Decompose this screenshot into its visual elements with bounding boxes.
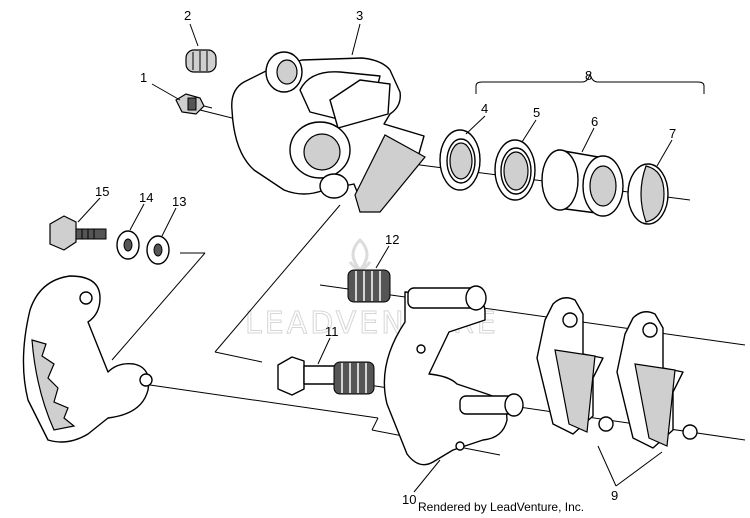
mounting-bracket-partial bbox=[22, 275, 153, 443]
callout-5: 5 bbox=[533, 105, 540, 120]
callout-12: 12 bbox=[385, 232, 399, 247]
part-11-guide-pin bbox=[277, 356, 375, 396]
callout-15: 15 bbox=[95, 184, 109, 199]
callout-2: 2 bbox=[184, 8, 191, 23]
part-9-brake-pad-left bbox=[536, 297, 614, 435]
callout-9: 9 bbox=[611, 488, 618, 503]
callout-1: 1 bbox=[140, 70, 147, 85]
callout-3: 3 bbox=[356, 8, 363, 23]
callout-leader-lines bbox=[77, 23, 673, 493]
part-6-piston bbox=[541, 149, 624, 217]
part-14-washer bbox=[116, 230, 140, 260]
part-7-piston-cap bbox=[627, 163, 669, 225]
callout-13: 13 bbox=[172, 194, 186, 209]
callout-10: 10 bbox=[402, 492, 416, 507]
callout-14: 14 bbox=[139, 190, 153, 205]
part-9-brake-pad-right bbox=[616, 311, 698, 449]
footer-credit: Rendered by LeadVenture, Inc. bbox=[418, 500, 585, 514]
part-1-bleeder-screw bbox=[175, 93, 213, 115]
part-2-bleeder-cap bbox=[185, 49, 217, 73]
callout-11: 11 bbox=[325, 324, 339, 339]
callout-6: 6 bbox=[591, 114, 598, 129]
callout-numbers: 1 2 3 4 5 6 7 8 9 10 11 12 13 14 15 bbox=[95, 8, 676, 507]
part-3-caliper-body bbox=[231, 51, 426, 213]
part-15-bolt bbox=[49, 215, 107, 251]
callout-8: 8 bbox=[585, 68, 592, 83]
part-13-washer bbox=[146, 235, 170, 265]
part-10-caliper-holder bbox=[383, 285, 524, 466]
part-4-seal-ring bbox=[439, 129, 481, 191]
part-12-spring bbox=[347, 269, 391, 303]
part-5-dust-seal bbox=[494, 139, 536, 201]
callout-7: 7 bbox=[669, 126, 676, 141]
watermark-logo bbox=[348, 237, 372, 273]
callout-4: 4 bbox=[481, 101, 488, 116]
part-8-group-bracket bbox=[475, 73, 705, 94]
